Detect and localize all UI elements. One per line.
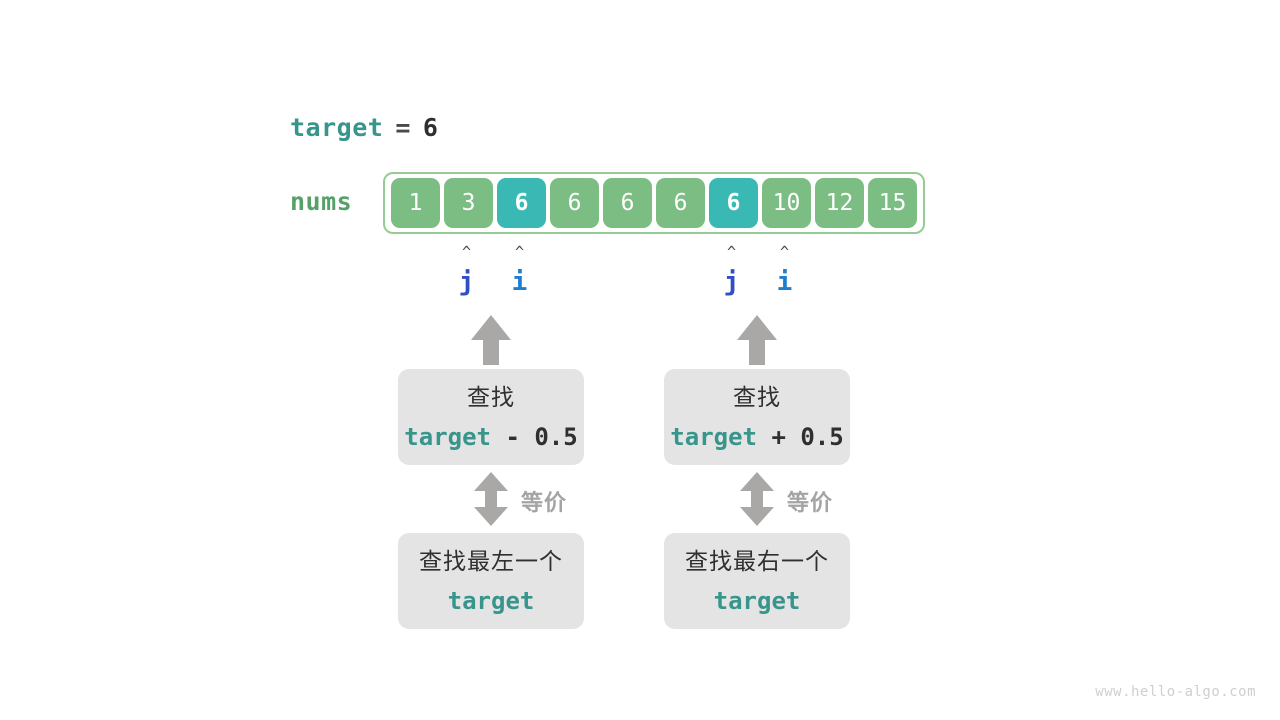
pointer-left-i: ^i [500, 244, 540, 297]
arrow-tail [749, 339, 765, 365]
caret-icon: ^ [726, 243, 737, 261]
array-cell: 6 [603, 178, 652, 228]
array-cell: 10 [762, 178, 811, 228]
arrow-down-head-icon [740, 507, 774, 526]
bottom-box-left-expression: target [448, 586, 535, 616]
equivalence-label-left: 等价 [521, 491, 568, 516]
watermark: www.hello-algo.com [1095, 684, 1256, 700]
array-cell: 6 [709, 178, 758, 228]
array-cell: 6 [497, 178, 546, 228]
caret-icon: ^ [779, 243, 790, 261]
equivalence-label-right: 等价 [787, 491, 834, 516]
pointer-label: i [511, 267, 528, 297]
up-arrow-right [737, 315, 777, 365]
pointer-right-i: ^i [765, 244, 805, 297]
caret-icon: ^ [461, 243, 472, 261]
array-cell: 6 [656, 178, 705, 228]
top-box-right-expression: target + 0.5 [670, 422, 843, 452]
array-label: nums [290, 187, 353, 216]
equals-sign: = [395, 112, 411, 142]
bottom-box-right: 查找最右一个 target [664, 533, 850, 629]
arrow-head-icon [737, 315, 777, 340]
bottom-box-right-expression: target [714, 586, 801, 616]
arrow-up-head-icon [740, 472, 774, 491]
pointer-right-j: ^j [712, 244, 752, 297]
top-box-right: 查找 target + 0.5 [664, 369, 850, 465]
up-arrow-left [471, 315, 511, 365]
array-cell: 1 [391, 178, 440, 228]
caret-icon: ^ [514, 243, 525, 261]
arrow-down-head-icon [474, 507, 508, 526]
expr-keyword: target [670, 422, 757, 451]
array-cell: 12 [815, 178, 864, 228]
array-cell: 6 [550, 178, 599, 228]
arrow-stem [751, 490, 763, 508]
arrow-head-icon [471, 315, 511, 340]
pointer-left-j: ^j [447, 244, 487, 297]
target-value: 6 [422, 112, 439, 142]
arrow-stem [485, 490, 497, 508]
pointer-label: j [458, 267, 475, 297]
equivalence-arrow-left [474, 472, 508, 526]
expr-operator: - 0.5 [491, 422, 578, 451]
top-box-right-title: 查找 [733, 384, 781, 411]
pointer-label: j [723, 267, 740, 297]
target-declaration: target = 6 [290, 110, 438, 144]
equivalence-arrow-right [740, 472, 774, 526]
expr-operator: + 0.5 [757, 422, 844, 451]
bottom-box-left-title: 查找最左一个 [419, 548, 563, 575]
top-box-left-title: 查找 [467, 384, 515, 411]
arrow-up-head-icon [474, 472, 508, 491]
arrow-tail [483, 339, 499, 365]
target-keyword: target [290, 112, 384, 142]
expr-keyword: target [404, 422, 491, 451]
bottom-box-left: 查找最左一个 target [398, 533, 584, 629]
expr-keyword: target [713, 586, 801, 615]
pointer-label: i [776, 267, 793, 297]
array-cell: 3 [444, 178, 493, 228]
array-cell: 15 [868, 178, 917, 228]
bottom-box-right-title: 查找最右一个 [685, 548, 829, 575]
expr-keyword: target [447, 586, 535, 615]
top-box-left: 查找 target - 0.5 [398, 369, 584, 465]
top-box-left-expression: target - 0.5 [404, 422, 577, 452]
